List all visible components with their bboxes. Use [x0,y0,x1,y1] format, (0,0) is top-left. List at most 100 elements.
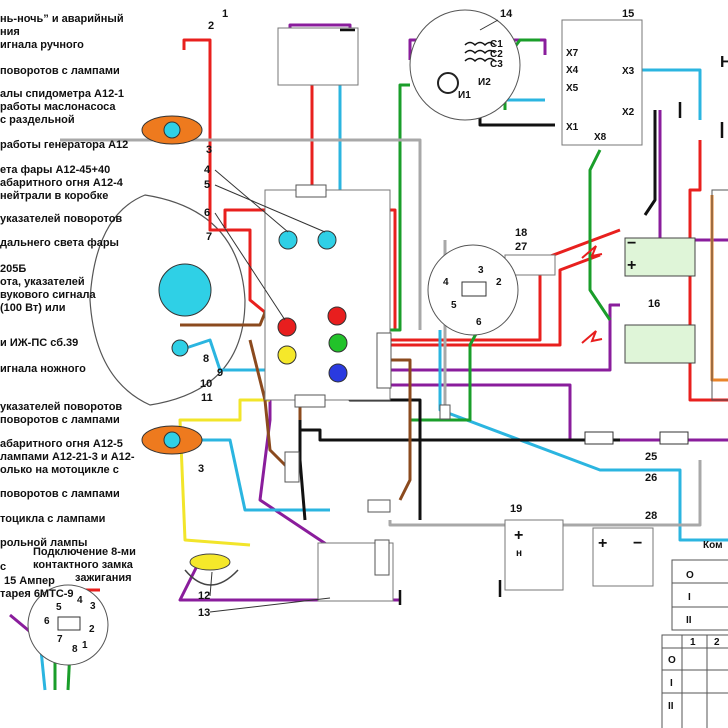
component-number-28: 28 [645,510,657,522]
legend-line-13: 205Б [0,263,26,275]
wire-black-2 [643,110,657,216]
legend-line-7: работы генератора А12 [0,139,128,151]
wire-purple-7 [390,383,728,442]
ign-pin-5: 5 [56,602,62,613]
headlight-outline [89,194,246,406]
ign-pin-6: 6 [44,616,50,627]
switch-pin-4: 4 [443,277,449,288]
ign-pin-4: 4 [77,595,83,606]
component-number-19: 19 [510,503,522,515]
ign-pin-3: 3 [90,601,96,612]
lamp-red-b [327,306,347,326]
legend-line-2: игнала ручного [0,39,84,51]
component-number-4: 4 [204,164,211,176]
gen-pin-c2: С2 [490,49,503,60]
legend-line-0: нь-ночь” и аварийный [0,13,124,25]
switch-pin-3: 3 [478,265,484,276]
wire-brown-3 [390,358,412,501]
connector-13-left [374,539,390,576]
relay16-plus: + [627,257,636,274]
component-numbers: 1 2 3 4 5 6 7 8 9 10 11 3 12 13 14 15 16… [198,8,660,619]
legend-line-5: работы маслонасоса [0,101,116,113]
component-number-14: 14 [500,8,513,20]
relay-pin-x2: Х2 [622,107,635,118]
component-number-18: 18 [515,227,527,239]
ign-pin-8: 8 [72,644,78,655]
legend-line-8: ета фары А12-45+40 [0,164,110,176]
component-number-3: 3 [206,144,212,156]
ignition-switch-inner [57,616,81,631]
lamp-4a [278,230,298,250]
turn-signal-front-bulb [163,121,181,139]
component-number-15: 15 [622,8,634,20]
legend-line-4: алы спидометра А12-1 [0,88,124,100]
ign-pin-1: 1 [82,640,88,651]
legend-line-6: с раздельной [0,114,75,126]
component-number-3b: 3 [198,463,204,475]
legend-line-10: нейтрали в коробке [0,190,108,202]
component-boxes [264,19,728,728]
leader-6 [214,212,286,321]
table2-row-i: I [670,678,673,689]
table2-row-ii: II [668,701,674,712]
right-partial-box [711,189,728,401]
component-number-6: 6 [204,207,210,219]
relay-pin-x4: Х4 [566,65,579,76]
relay-16-bottom [624,324,696,364]
switch-table-1 [671,559,728,631]
wire-cyan-3 [620,68,702,120]
legend-line-18: игнала ножного [0,363,86,375]
wire-green-1 [390,83,410,332]
generator-armature [437,72,459,94]
lamp-green [328,333,348,353]
table2-col-1: 1 [690,637,696,648]
gen-pin-i2: И2 [478,77,491,88]
legend-line-21: абаритного огня А12-5 [0,438,123,450]
central-box [264,189,391,401]
component-number-26: 26 [645,472,657,484]
component-number-7: 7 [206,231,212,243]
legend-line-17: и ИЖ-ПС сб.39 [0,337,78,349]
component-number-2: 2 [208,20,214,32]
lamp-8 [171,339,189,357]
fuse-block [439,404,451,420]
legend-line-25: тоцикла с лампами [0,513,105,525]
leader-14 [479,19,499,31]
switch-pin-2: 2 [496,277,502,288]
connector-right [376,332,392,389]
relay-pin-x7: Х7 [566,48,579,59]
legend-line-24: поворотов с лампами [0,488,120,500]
legend-line-22: лампами А12-21-3 и А12- [0,451,135,463]
lamp-4b [317,230,337,250]
switch-25 [584,431,614,445]
right-edge-letter: Н [720,54,728,71]
horn-12 [189,553,231,571]
component-28-box [592,527,654,587]
relay-pin-x3: Х3 [622,66,635,77]
connectors [284,184,451,576]
table2-col-2: 2 [714,637,720,648]
legend-line-29: тарея 6МТС-9 [0,588,74,600]
wire-cyan-4 [195,438,330,512]
wire-red-1 [182,38,273,320]
spark-top [581,245,603,259]
wire-purple-3 [658,110,728,242]
component-15-box [561,19,643,146]
legend-line-9: абаритного огня А12-4 [0,177,124,189]
table1-row-i: I [688,592,691,603]
legend-line-15: вукового сигнала [0,289,96,301]
wire-purple-4 [390,303,620,372]
switch-18-inner [461,281,487,297]
ign-pin-2: 2 [89,624,95,635]
wire-cyan-6 [438,330,728,542]
component-number-8: 8 [203,353,209,365]
generator-coils [464,41,496,63]
leader-13 [209,597,331,613]
wire-brown-4 [248,339,292,472]
component-number-5: 5 [204,179,210,191]
component-number-10: 10 [200,378,212,390]
wire-yellow-2 [178,398,270,547]
turn-signal-rear-bulb [163,431,181,449]
gen-pin-i1: И1 [458,90,471,101]
lamps [141,115,348,455]
